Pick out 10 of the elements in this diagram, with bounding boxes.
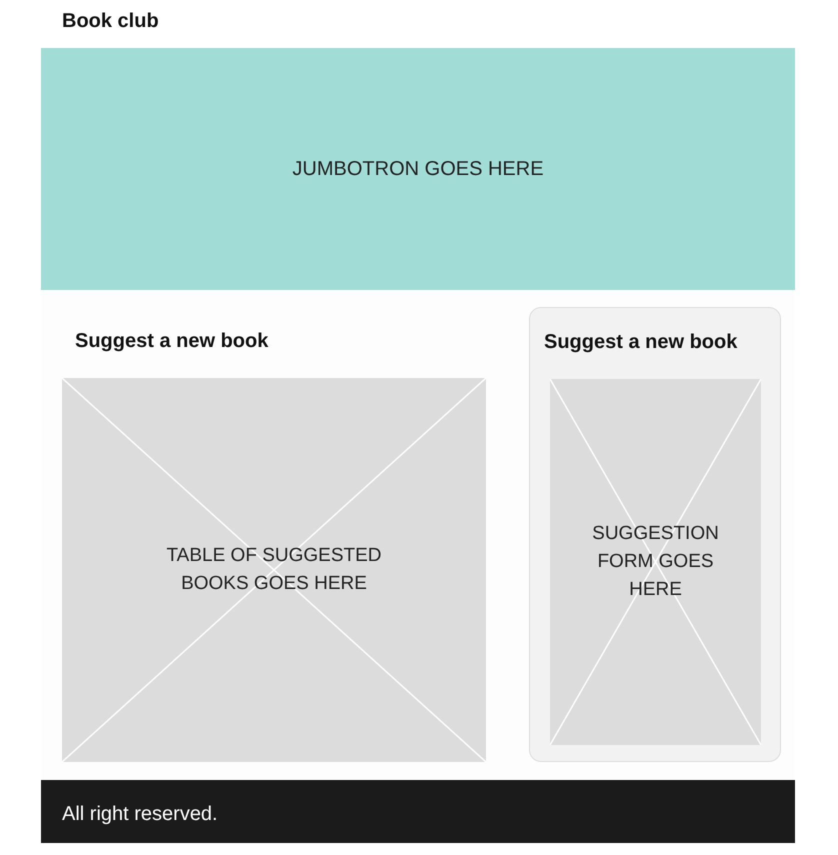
- content-mockup: TABLE OF SUGGESTED BOOKS GOES HERE: [62, 378, 486, 762]
- content-mockup: SUGGESTION FORM GOES HERE: [550, 379, 761, 745]
- form-card: [529, 307, 781, 762]
- footer-text: All right reserved.: [62, 803, 218, 826]
- banner-text: JUMBOTRON GOES HERE: [292, 158, 544, 180]
- section-heading: Suggest a new book: [544, 331, 738, 354]
- section-heading: Suggest a new book: [75, 330, 268, 353]
- jumbotron-banner: [41, 48, 795, 290]
- page-title: Book club: [62, 10, 159, 33]
- footer-bar: [41, 780, 795, 843]
